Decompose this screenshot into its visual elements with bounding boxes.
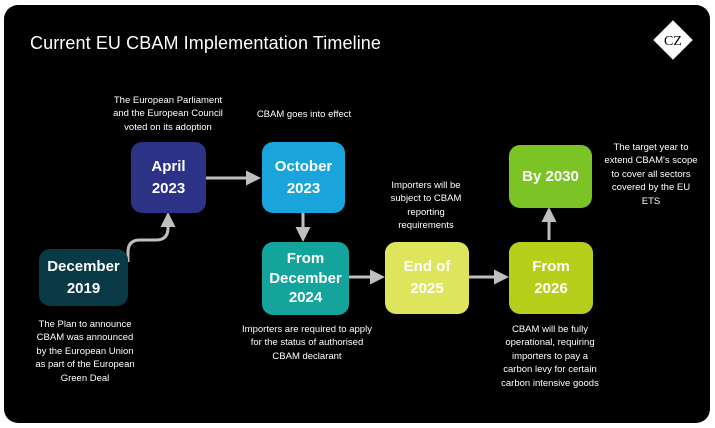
svg-text:CZ: CZ [664,34,682,49]
note-december-2019: The Plan to announce CBAM was announced … [35,319,135,384]
node-label: 2023 [151,179,186,197]
note-april-2023: The European Parliament and the European… [113,95,223,133]
note-by-2030: The target year to extend CBAM's scope t… [604,142,698,207]
node-december-2019: December 2019 [39,249,128,306]
node-from-december-2024: From December 2024 [262,242,349,315]
note-october-2023: CBAM goes into effect [256,109,352,120]
cz-logo-icon: CZ [653,20,693,60]
node-label: 2025 [410,280,444,297]
node-label: 2024 [288,289,323,307]
timeline-card [4,5,710,423]
node-october-2023: October 2023 [262,142,345,213]
node-label: April [151,157,186,175]
arrow-dec2019-to-apr2023 [126,212,176,262]
note-end-of-2025: Importers will be subject to CBAM report… [390,180,462,232]
node-label: From [286,250,325,268]
node-label: By 2030 [522,167,579,185]
page-title: Current EU CBAM Implementation Timeline [30,33,382,53]
node-label: From [532,258,570,276]
node-from-2026: From 2026 [509,242,593,314]
node-label: October [274,157,333,175]
note-december-2024: Importers are required to apply for the … [242,324,372,362]
node-end-of-2025: End of 2025 [385,242,469,314]
node-label: 2019 [66,279,101,297]
node-label: 2023 [286,179,321,197]
node-label: December [269,269,342,287]
node-label: December [47,257,120,275]
node-april-2023: April 2023 [131,142,206,213]
node-label: 2026 [534,280,568,297]
note-from-2026: CBAM will be fully operational, requirin… [501,324,599,389]
node-label: End of [403,258,451,276]
node-by-2030: By 2030 [509,145,592,208]
